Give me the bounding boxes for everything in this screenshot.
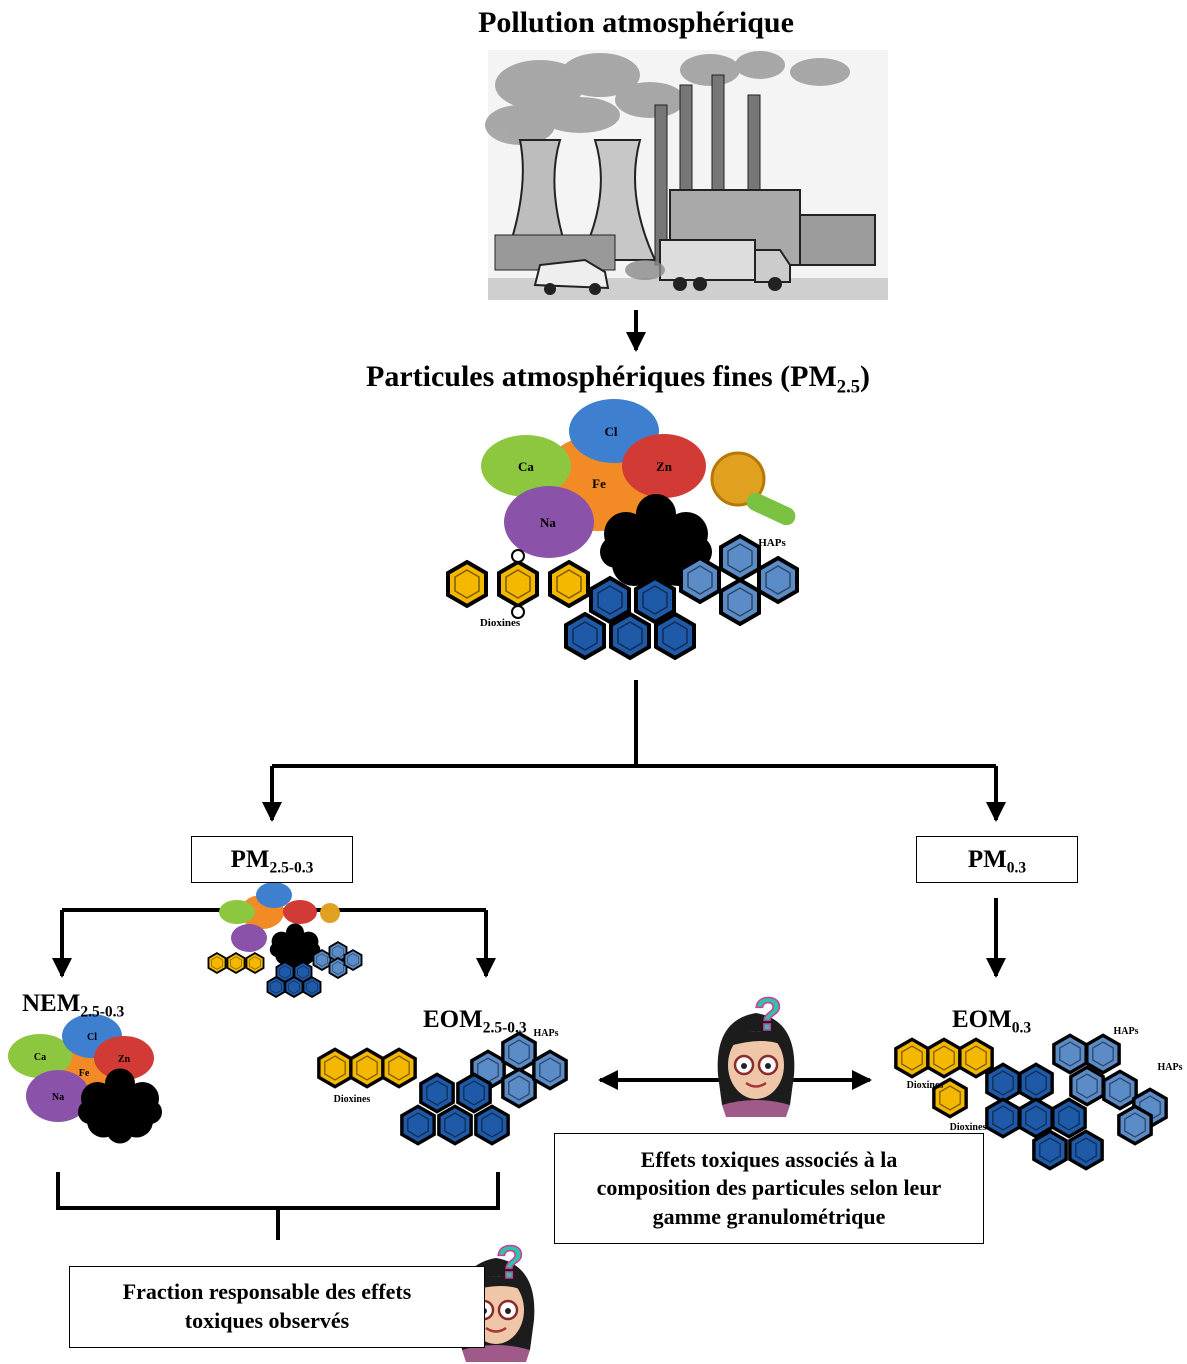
- eom-haps-label: HAPs: [534, 1028, 559, 1039]
- factory-illustration: [485, 50, 888, 300]
- bottom-bracket: [56, 1172, 500, 1240]
- responsible-fraction-box: Fraction responsable des effets toxiques…: [69, 1266, 485, 1348]
- coarse-cluster: [207, 882, 363, 998]
- nem-element-zn: Zn: [118, 1054, 131, 1065]
- nem-element-na: Na: [52, 1092, 64, 1103]
- element-fe: Fe: [592, 476, 606, 491]
- pm-ultra-box: PM0.3: [916, 836, 1078, 883]
- eom-ultra-molecules: Dioxines Dioxines HAPs HAPs: [894, 1026, 1183, 1171]
- eom-ultra-dioxines-label-2: Dioxines: [950, 1122, 987, 1133]
- pm-ultra-sub: 0.3: [1006, 858, 1027, 876]
- nem-cluster: Ca Cl Fe Zn Na: [8, 1014, 162, 1144]
- eom-ultra-label: EOM0.3: [952, 1006, 1032, 1037]
- eom-ultra-dioxines-label-1: Dioxines: [907, 1080, 944, 1091]
- eom-coarse-label: EOM2.5-0.3: [423, 1006, 527, 1037]
- eom-sub: 2.5-0.3: [482, 1019, 527, 1037]
- eom-ultra-main: EOM: [952, 1006, 1012, 1033]
- nem-element-fe: Fe: [79, 1068, 90, 1079]
- nem-coarse-label: NEM2.5-0.3: [22, 990, 125, 1021]
- toxic-effects-box: Effets toxiques associés à la compositio…: [554, 1133, 984, 1244]
- dioxin-molecule: [446, 549, 590, 619]
- nem-element-ca: Ca: [34, 1052, 46, 1063]
- eom-ultra-sub: 0.3: [1011, 1019, 1032, 1037]
- pm-coarse-main: PM: [230, 845, 270, 873]
- bacterium-icon: [746, 492, 796, 526]
- pm-coarse-box: PM2.5-0.3: [191, 836, 353, 883]
- dioxines-label: Dioxines: [480, 617, 521, 629]
- question-mark-bottom: ?: [496, 1236, 524, 1288]
- pm25-title-sub: 2.5: [836, 376, 861, 398]
- nem-element-cl: Cl: [87, 1032, 97, 1043]
- eom-dioxines-label: Dioxines: [334, 1094, 371, 1105]
- element-na: Na: [540, 515, 556, 530]
- pm-ultra-main: PM: [967, 845, 1007, 873]
- eom-main: EOM: [423, 1006, 483, 1033]
- pm25-title-main: Particules atmosphériques fines (PM: [366, 360, 837, 393]
- element-ca: Ca: [518, 459, 534, 474]
- pm25-title: Particules atmosphériques fines (PM2.5): [366, 360, 871, 396]
- thinking-avatar-icon: [717, 1013, 795, 1117]
- pm25-cluster: Cl Ca Fe Zn Na Dioxines HAPs: [446, 399, 799, 660]
- title: Pollution atmosphérique: [478, 6, 794, 39]
- eom-coarse-molecules: Dioxines HAPs: [317, 1028, 568, 1146]
- nem-sub: 2.5-0.3: [80, 1003, 125, 1021]
- element-cl: Cl: [605, 424, 618, 439]
- pm-coarse-sub: 2.5-0.3: [269, 858, 314, 876]
- eom-ultra-haps-label-1: HAPs: [1114, 1026, 1139, 1037]
- eom-ultra-haps-label-2: HAPs: [1158, 1062, 1183, 1073]
- haps-label: HAPs: [758, 537, 786, 549]
- element-zn: Zn: [656, 459, 673, 474]
- pollen-icon: [710, 451, 766, 507]
- question-mark-center: ?: [754, 988, 782, 1040]
- pm25-title-close: ): [860, 360, 871, 393]
- split-connector: [262, 680, 1006, 822]
- nem-main: NEM: [22, 990, 81, 1017]
